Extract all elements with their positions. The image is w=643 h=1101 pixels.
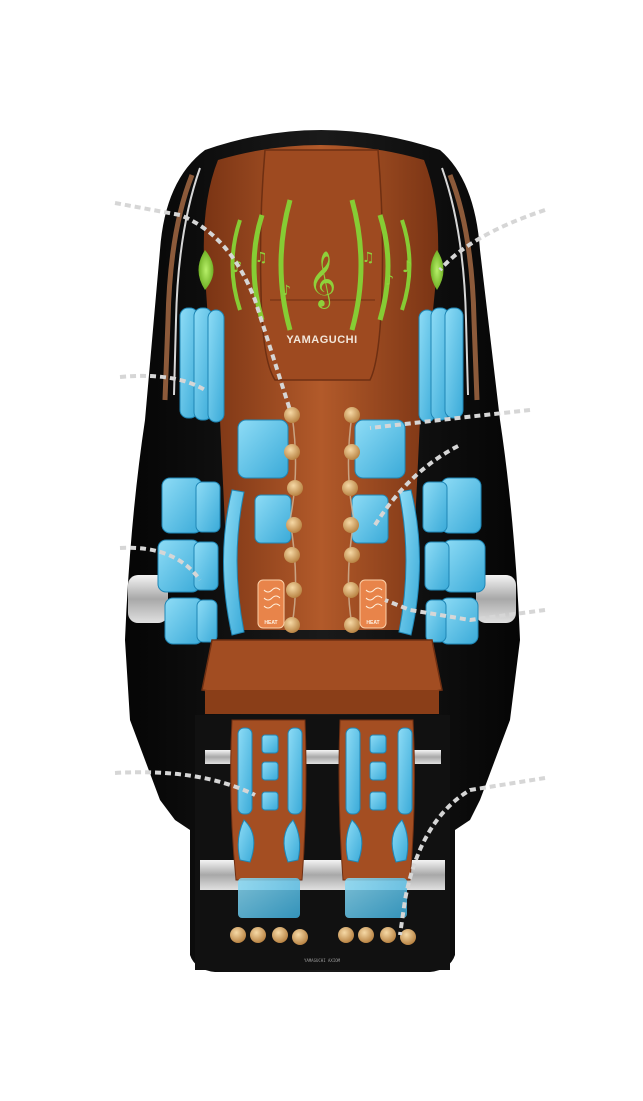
foot-rollers [230, 927, 416, 945]
shell-trim-right-silver [441, 167, 469, 396]
shoulder-airbags-left [179, 307, 225, 423]
footer-model-text: YAMAGUCHI AXIOM [304, 958, 341, 963]
side-airbag-right [398, 489, 420, 636]
speaker-left-icon [198, 250, 214, 290]
side-airbag-left [223, 489, 245, 636]
chrome-band-right [476, 575, 516, 623]
back-airbag-mid-right [351, 494, 389, 544]
sound-wave-right-3 [349, 199, 364, 331]
sound-wave-right-1 [400, 219, 412, 311]
callout-arm-airbags [119, 545, 202, 582]
callout-shoulder-airbags [119, 373, 207, 392]
back-airbag-upper-left [237, 419, 289, 479]
shell-trim-left [162, 174, 195, 401]
music-note-icon: ♪ [282, 283, 291, 299]
calf-airbags-left [237, 727, 303, 863]
heat-label-right: HEAT [366, 620, 379, 626]
callout-lines [114, 201, 546, 936]
callout-headrest-speaker-left [114, 201, 292, 411]
callout-upper-back-right [373, 443, 461, 527]
speaker-music-zone: 𝄞 ♪ ♫ ♪ ♫ ♪ ♪ [198, 199, 444, 331]
treble-clef-icon: 𝄞 [308, 251, 336, 309]
callout-foot-rollers [398, 776, 546, 936]
foot-well-right [345, 878, 407, 918]
sound-wave-right-2 [377, 214, 391, 321]
foot-well-left [238, 878, 300, 918]
chrome-band-left [128, 575, 168, 623]
heat-pad-left: HEAT [257, 579, 285, 629]
sound-wave-left-1 [230, 219, 242, 311]
arm-airbags-right [422, 477, 486, 645]
arm-airbags-left [157, 477, 221, 645]
music-note-icon: ♫ [362, 250, 375, 266]
shoulder-airbags-right [418, 307, 464, 423]
callout-back-rollers [369, 408, 531, 430]
brand-logo-text: YAMAGUCHI [286, 334, 357, 346]
heat-pad-right: HEAT [359, 579, 387, 629]
speaker-right-icon [430, 250, 444, 290]
back-airbag-mid-left [254, 494, 292, 544]
callout-headrest-speaker-right [438, 208, 546, 272]
music-note-icon: ♫ [255, 250, 268, 266]
seat-front-panel [205, 690, 439, 714]
massage-rollers-back [284, 407, 360, 633]
sound-wave-left-3 [278, 199, 293, 331]
music-note-icon: ♪ [402, 257, 412, 276]
shell-trim-left-silver [173, 167, 201, 396]
heat-label-left: HEAT [264, 620, 277, 626]
music-note-icon: ♪ [385, 273, 394, 289]
calf-airbags-right [345, 727, 413, 863]
